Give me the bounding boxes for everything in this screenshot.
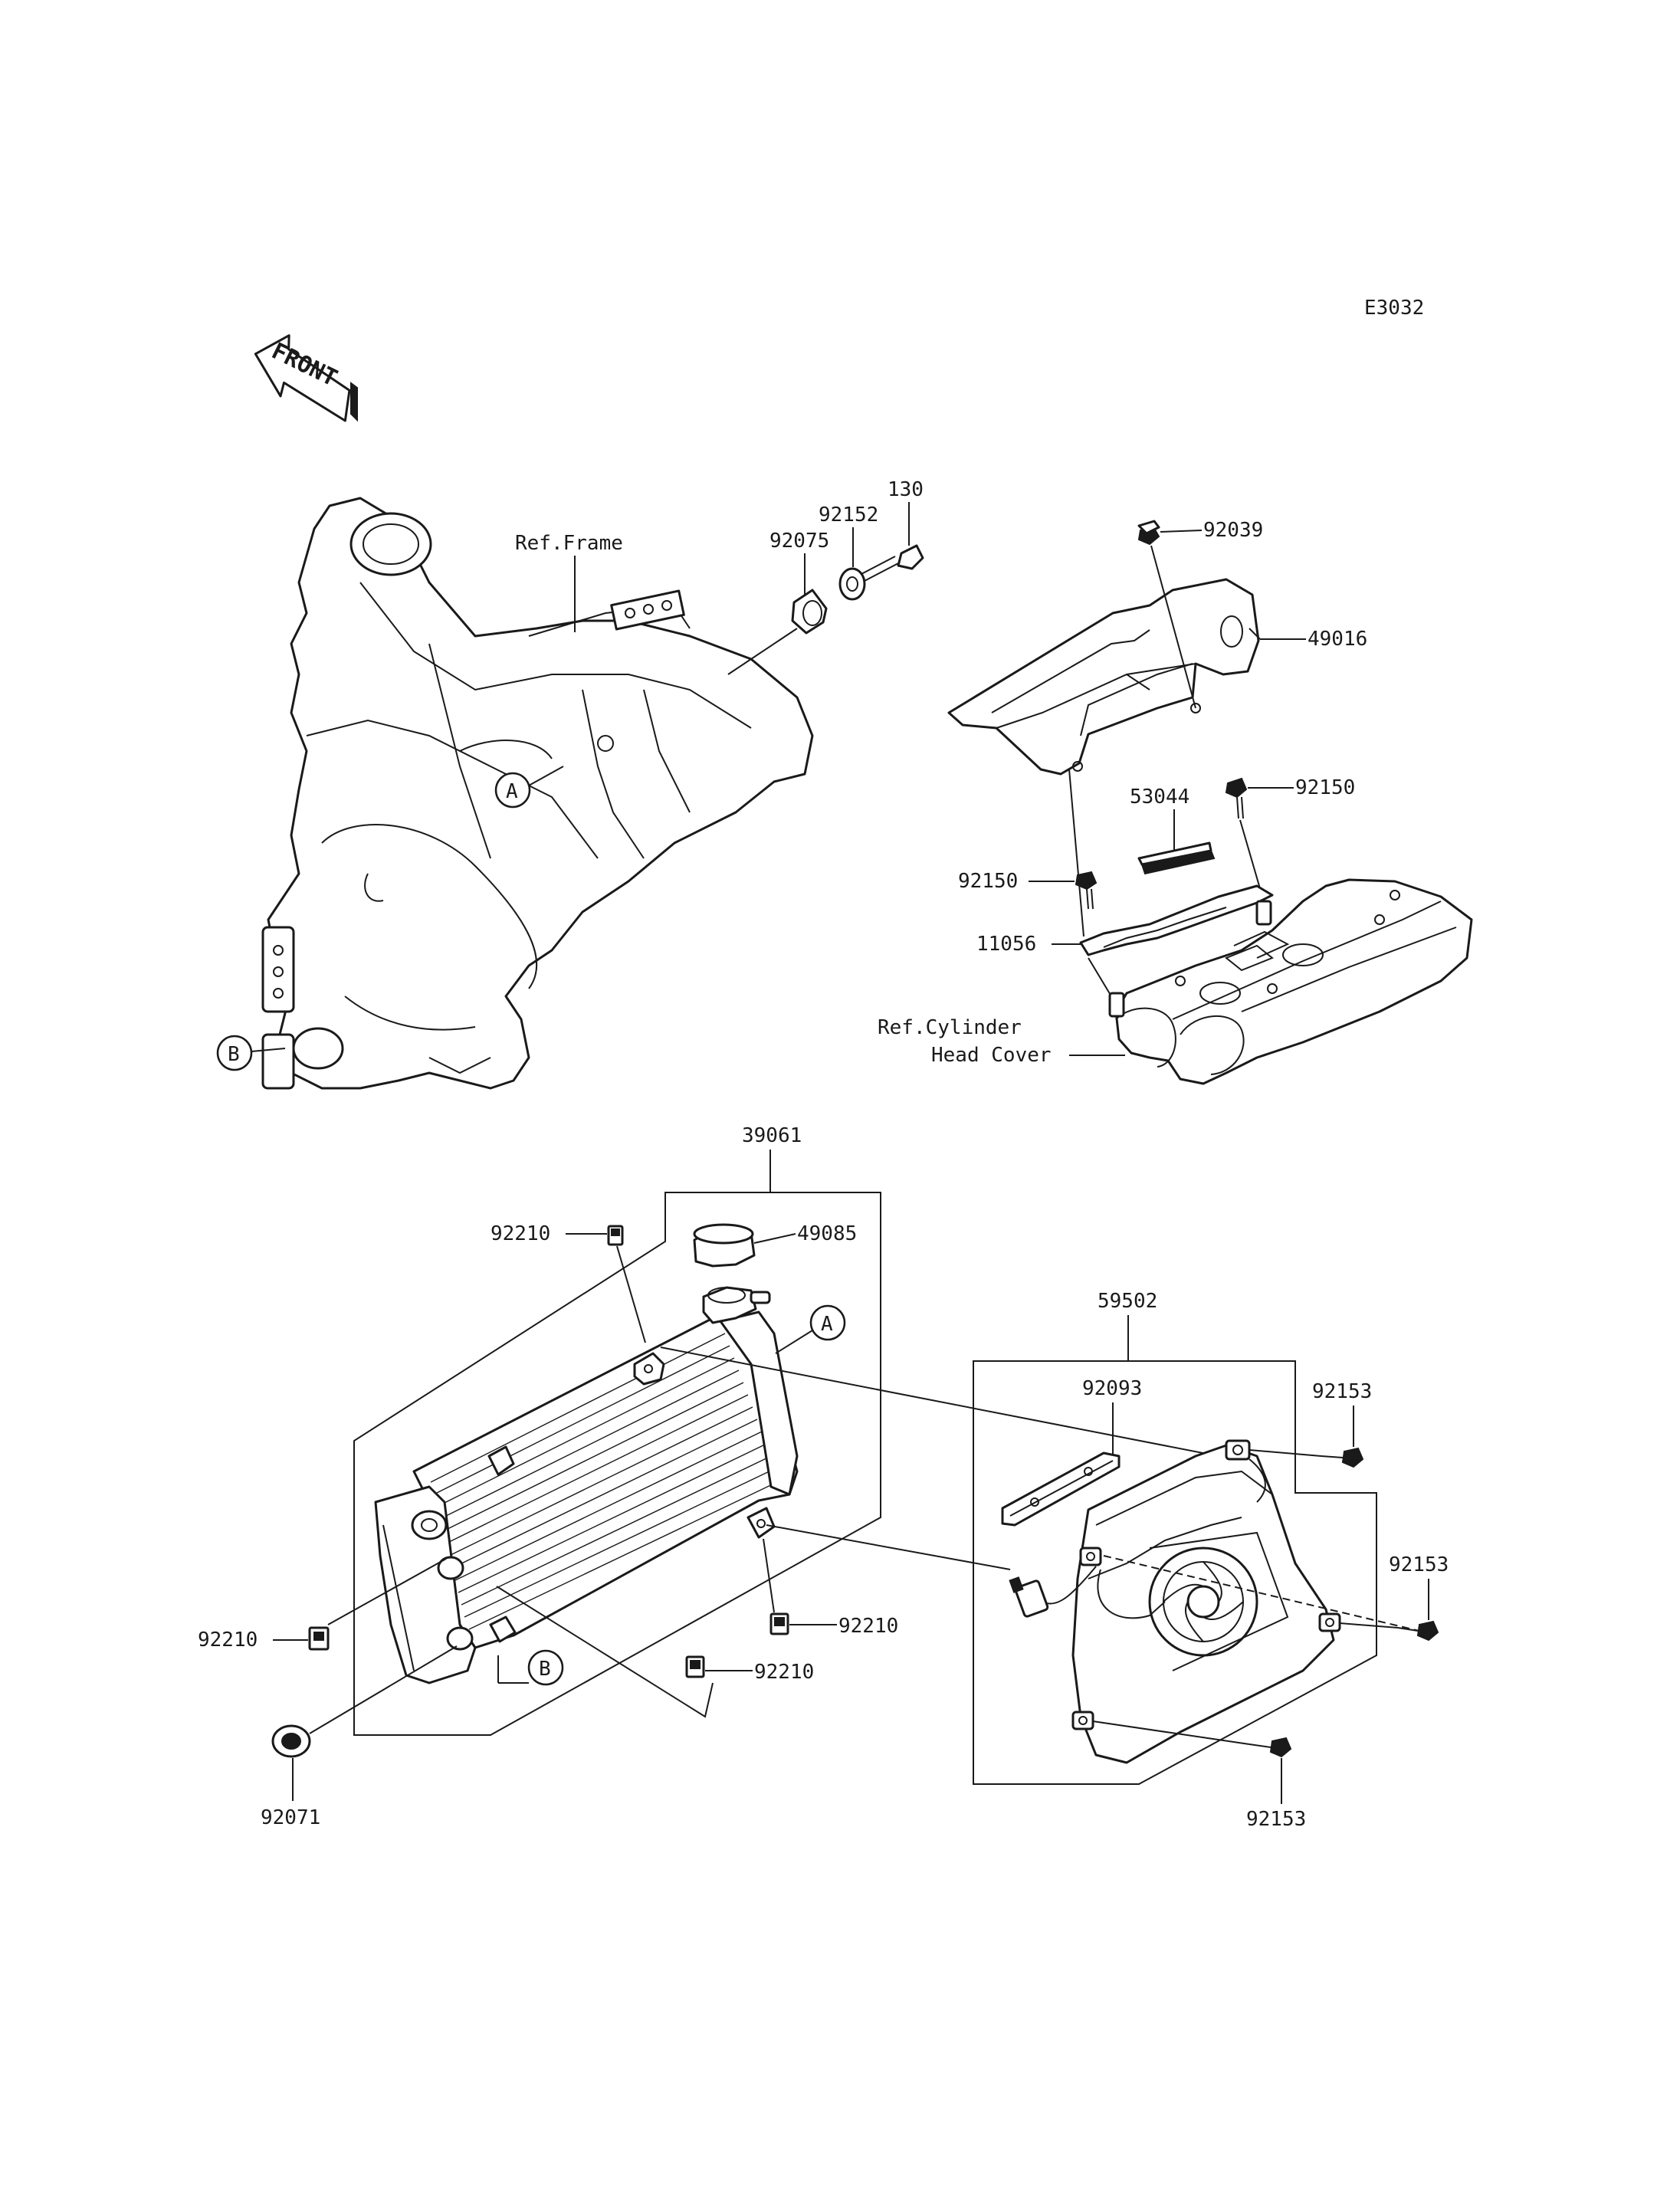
frame-illustration	[261, 497, 814, 1090]
ref-frame-label: Ref.Frame	[515, 532, 623, 555]
cylinder-head-cover	[1108, 878, 1473, 1085]
ref-mark-a-frame	[494, 772, 531, 809]
ref-cylinder-label-1: Ref.Cylinder	[878, 1016, 1022, 1039]
label-92150-right: 92150	[1295, 776, 1355, 799]
clip-92210-top	[607, 1225, 624, 1246]
fan-assembly-59502	[1009, 1439, 1341, 1764]
ref-mark-b-radiator-label: B	[539, 1658, 551, 1681]
ref-mark-b-frame	[216, 1035, 253, 1071]
label-92210-top: 92210	[491, 1222, 550, 1245]
washer-92152	[838, 567, 866, 601]
bolt-130	[859, 544, 924, 582]
label-49085: 49085	[797, 1222, 857, 1245]
bolt-92150-right	[1225, 777, 1248, 819]
label-92153-mid: 92153	[1389, 1553, 1449, 1576]
ref-mark-b-frame-label: B	[228, 1043, 240, 1066]
label-92153-bottom: 92153	[1246, 1808, 1306, 1831]
label-92075: 92075	[769, 530, 829, 553]
bracket-92093	[1001, 1451, 1121, 1527]
label-92152: 92152	[819, 504, 878, 526]
ref-mark-a-radiator-label: A	[821, 1313, 833, 1336]
ref-mark-b-radiator	[527, 1649, 564, 1686]
plate-53044	[1137, 841, 1216, 875]
label-92153-top: 92153	[1312, 1380, 1372, 1403]
label-92039: 92039	[1203, 519, 1263, 542]
bolt-92153-mid	[1397, 1620, 1439, 1642]
bolt-92153-top	[1321, 1447, 1364, 1468]
label-92210-mid: 92210	[838, 1615, 898, 1638]
label-92210-low: 92210	[754, 1661, 814, 1684]
label-11056: 11056	[976, 933, 1036, 956]
ref-mark-a-radiator	[809, 1304, 846, 1341]
gasket-11056	[1079, 884, 1274, 956]
ref-cylinder-label-2: Head Cover	[931, 1044, 1052, 1067]
label-53044: 53044	[1130, 786, 1189, 809]
label-130: 130	[888, 478, 924, 501]
front-arrow-icon: FRONT	[254, 334, 358, 422]
label-59502: 59502	[1098, 1290, 1157, 1313]
grommet-92071	[271, 1724, 311, 1758]
label-92071: 92071	[261, 1806, 320, 1829]
cap-49085	[693, 1223, 756, 1268]
label-92093: 92093	[1082, 1377, 1142, 1400]
bolt-92150-left	[1075, 871, 1098, 910]
grommet-92075	[791, 589, 828, 635]
clip-92210-low	[685, 1655, 705, 1678]
label-92150-left: 92150	[958, 870, 1018, 893]
radiator-39061	[374, 1286, 799, 1684]
ref-mark-a-frame-label: A	[506, 780, 518, 803]
diagram-code: E3032	[1364, 297, 1424, 320]
label-92210-left: 92210	[198, 1629, 258, 1652]
clip-92210-mid	[769, 1612, 789, 1635]
bolt-92153-bottom	[1249, 1737, 1292, 1758]
radiator-fins	[430, 1333, 781, 1630]
label-49016: 49016	[1308, 628, 1367, 651]
screw-92039	[1137, 520, 1160, 546]
cover-49016	[947, 578, 1260, 776]
clip-92210-left	[308, 1626, 330, 1651]
label-39061: 39061	[742, 1124, 802, 1147]
